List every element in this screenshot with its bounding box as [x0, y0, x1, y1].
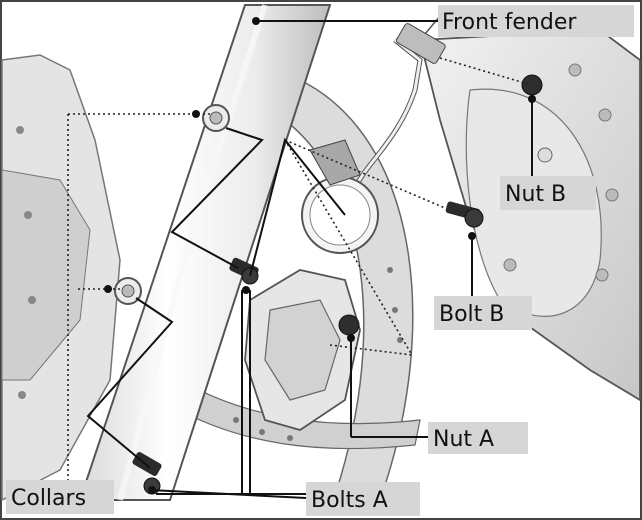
label-nut-b: Nut B	[500, 176, 596, 210]
front-fender-label: Front fender	[442, 10, 577, 35]
label-front-fender: Front fender	[438, 5, 634, 37]
brake-caliper-illustration	[244, 139, 379, 431]
bolts-a-label: Bolts A	[311, 488, 388, 513]
solid-leader-lines	[86, 20, 533, 499]
labels: Front fender Nut B Bolt B Nut A Collars …	[6, 5, 634, 516]
left-background-structure	[1, 54, 121, 502]
nut-b-part	[521, 74, 543, 96]
fork-tube-illustration	[78, 4, 332, 501]
marker-dots	[104, 17, 536, 494]
label-bolts-a: Bolts A	[306, 482, 420, 516]
bolt-b-part	[445, 201, 484, 228]
label-bolt-b: Bolt B	[434, 296, 532, 330]
label-nut-a: Nut A	[428, 422, 528, 454]
bolt-b-label: Bolt B	[439, 302, 504, 327]
nut-a-label: Nut A	[433, 427, 494, 452]
collars-label: Collars	[11, 486, 86, 511]
label-collars: Collars	[6, 480, 114, 514]
nut-a-part	[338, 314, 360, 336]
nut-b-label: Nut B	[505, 182, 566, 207]
dotted-guide-lines	[67, 57, 529, 488]
